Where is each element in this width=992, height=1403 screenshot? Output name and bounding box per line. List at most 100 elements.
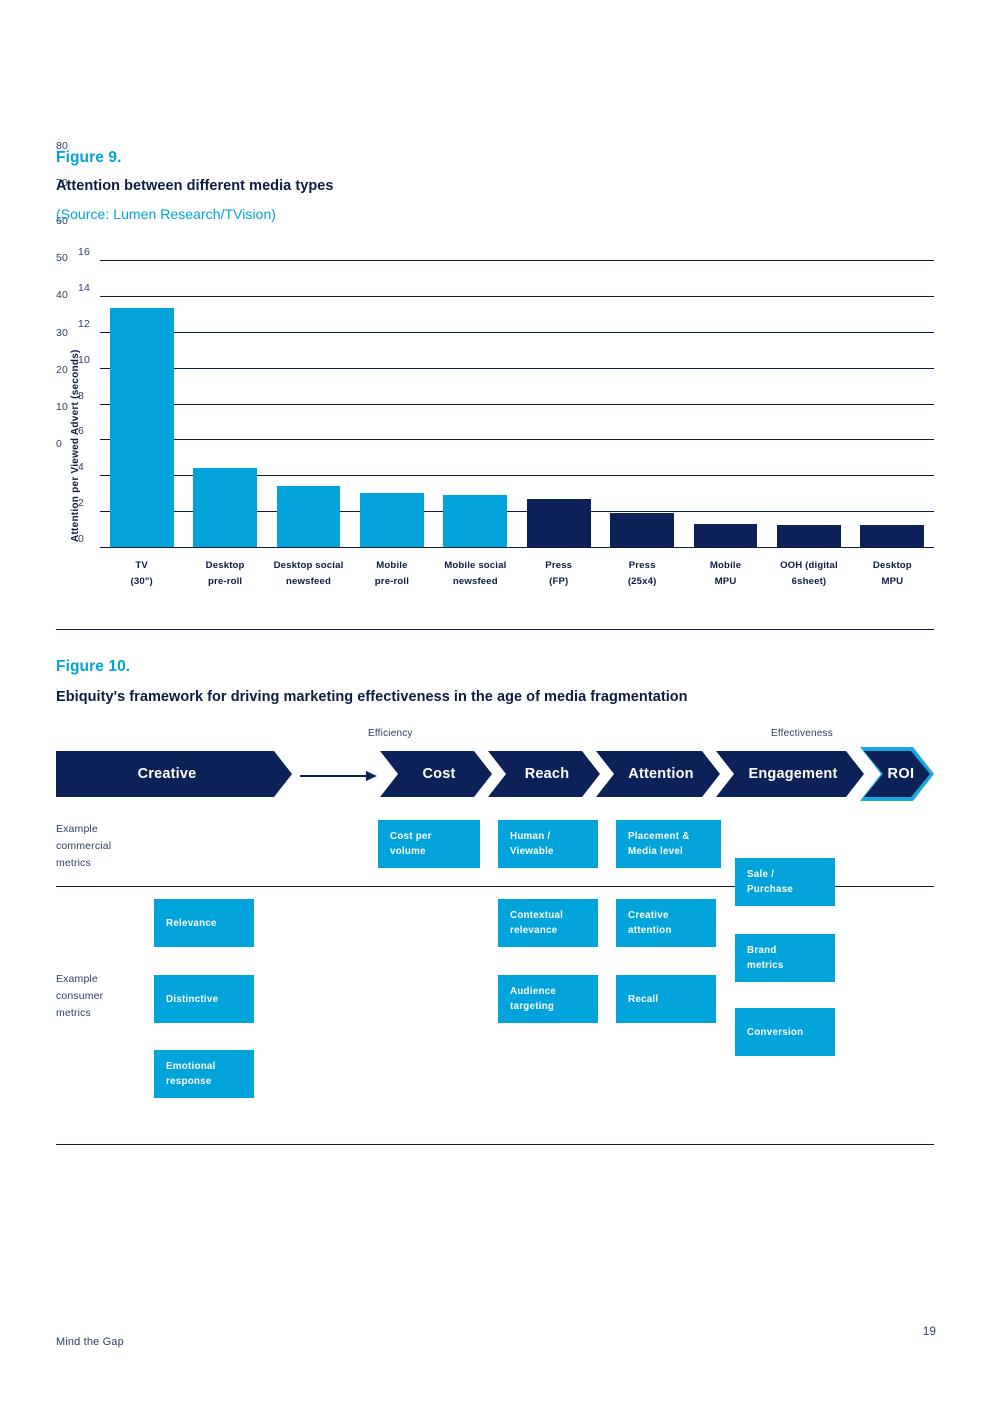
row-label-line: commercial (56, 840, 112, 852)
divider-upper (56, 886, 934, 888)
metric-box-line: Sale / (747, 869, 775, 880)
gridline (100, 260, 934, 261)
ghost-tick: 70 (56, 177, 69, 190)
flow-step-reach[interactable]: Reach (488, 751, 600, 797)
metric-box-line: Contextual (510, 910, 564, 921)
metric-box-line: Emotional (166, 1061, 216, 1072)
y-tick-label: 8 (78, 389, 85, 402)
flow-step-cost[interactable]: Cost (380, 751, 492, 797)
figure9-title: Attention between different media types (56, 178, 334, 194)
metric-box-consumer: Recall (616, 975, 716, 1023)
metric-box-consumer: Distinctive (154, 975, 254, 1023)
x-tick-line: Press (628, 560, 656, 571)
metric-box-consumer: Audience targeting (498, 975, 598, 1023)
ghost-tick: 0 (56, 438, 63, 451)
metric-box-line: Cost per (390, 831, 432, 842)
metric-box-line: Human / (510, 831, 551, 842)
metric-box-line: Purchase (747, 884, 794, 895)
bar-slot (434, 260, 517, 547)
row-label-line: Example (56, 823, 98, 835)
ghost-tick: 60 (56, 214, 69, 227)
y-tick-label: 16 (78, 246, 91, 258)
metric-box-line: attention (628, 925, 672, 936)
figure9-label: Figure 9. (56, 149, 122, 166)
metric-box-consumer: Emotional response (154, 1050, 254, 1098)
footer-document-title: Mind the Gap (56, 1336, 124, 1348)
ghost-tick: 20 (56, 363, 69, 376)
bar (109, 308, 174, 547)
flow-step-label: ROI (864, 751, 930, 797)
metric-box-line: Recall (628, 993, 659, 1005)
y-tick-label: 10 (78, 353, 91, 366)
metric-box-line: relevance (510, 925, 558, 936)
bar-slot (350, 260, 433, 547)
metric-box-line: metrics (747, 960, 784, 971)
bar-slot (100, 260, 183, 547)
y-tick-label: 12 (78, 317, 91, 330)
metric-box-consumer: Conversion (735, 1008, 835, 1056)
ghost-tick: 30 (56, 326, 69, 339)
x-tick-line: 6sheet) (791, 576, 827, 587)
footer-page-number: 19 (922, 1326, 936, 1338)
gridline (100, 295, 934, 297)
metric-box-line: Brand (747, 945, 777, 956)
flow-step-label: Creative (137, 766, 197, 782)
flow-step-label: Engagement (748, 766, 838, 782)
flow-step-creative[interactable]: Creative (56, 751, 292, 797)
bar-slot (767, 260, 850, 547)
x-tick-line: Desktop (872, 560, 912, 571)
metric-box-line: Placement & (628, 831, 690, 842)
y-tick-label: 0 (78, 533, 85, 545)
metric-box-line: volume (390, 846, 426, 857)
divider-lower (56, 1144, 934, 1146)
metric-box-commercial: Cost per volume (378, 820, 480, 868)
metric-box-line: response (166, 1076, 212, 1087)
flow-captions: Efficiency Effectiveness (56, 728, 934, 742)
metric-box-line: Viewable (510, 846, 554, 857)
flow-step-attention[interactable]: Attention (596, 751, 720, 797)
metric-box-line: Media level (628, 846, 684, 857)
row-label-line: Example (56, 973, 98, 985)
bar (610, 512, 675, 547)
y-tick-label: 6 (78, 425, 85, 438)
gridlines (100, 260, 934, 549)
x-tick-line: (25x4) (627, 576, 657, 587)
bar (193, 468, 257, 547)
ghost-tick: 10 (56, 401, 69, 414)
y-tick-label: 2 (78, 497, 85, 510)
flow-step-roi[interactable]: ROI (860, 747, 934, 801)
bar-series (100, 260, 934, 547)
row-label-line: metrics (56, 1007, 91, 1019)
gridline (100, 511, 934, 513)
metric-box-line: Conversion (747, 1026, 804, 1038)
x-tick-line: (FP) (549, 576, 569, 587)
ghost-tick: 80 (56, 140, 69, 152)
figure9-source: (Source: Lumen Research/TVision) (56, 206, 276, 222)
metric-box-line: Audience (510, 986, 557, 997)
y-tick-label: 4 (78, 461, 85, 474)
bar-slot (851, 260, 934, 547)
bar (777, 525, 841, 547)
axis-baseline (100, 547, 934, 549)
flow-step-engagement[interactable]: Engagement (716, 751, 864, 797)
ghost-tick: 40 (56, 289, 69, 302)
metric-box-line: targeting (510, 1001, 555, 1012)
figure9-header: Figure 9. Attention between different me… (56, 148, 936, 224)
x-tick-label: Press(FP) (517, 558, 600, 590)
flow-arrow-icon (300, 770, 380, 781)
x-tick-line: (30") (130, 576, 153, 587)
gridline (100, 475, 934, 477)
x-tick-line: newsfeed (452, 576, 498, 587)
metric-box-consumer: Relevance (154, 899, 254, 947)
x-tick-line: OOH (digital (780, 560, 838, 571)
metric-box-consumer: Contextual relevance (498, 899, 598, 947)
